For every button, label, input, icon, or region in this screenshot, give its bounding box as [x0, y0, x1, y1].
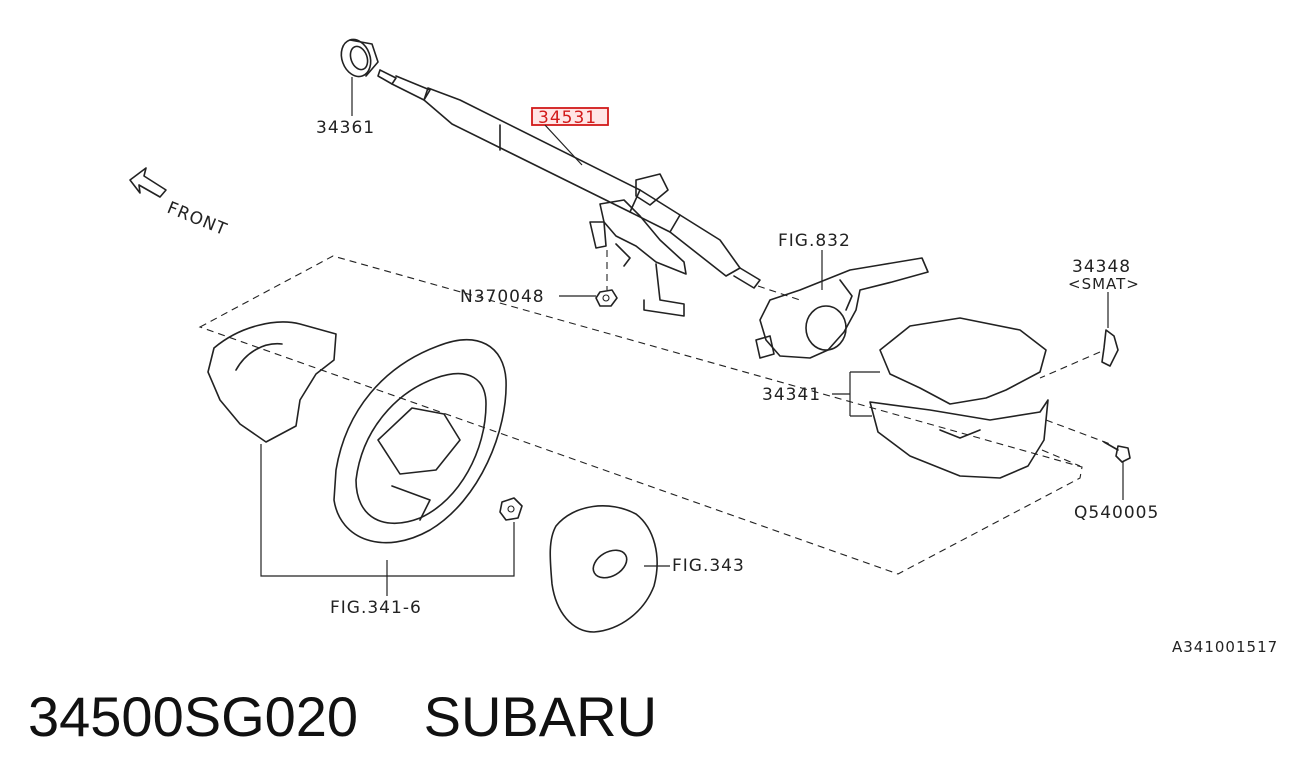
front-arrow-icon: FRONT: [129, 167, 230, 240]
callout-FIG343: FIG.343: [672, 556, 745, 576]
callout-34361: 34361: [316, 118, 375, 138]
callout-FIG832: FIG.832: [778, 231, 851, 251]
callout-FIG341-6: FIG.341-6: [330, 598, 422, 618]
nut-part: [595, 289, 618, 307]
assembly-boundary-inner: [1041, 449, 1081, 467]
clip-part: [1101, 329, 1119, 367]
assembly-boundary: [198, 255, 1083, 575]
drawing-id: A341001517: [1172, 638, 1278, 656]
steering-column-part: [377, 69, 761, 317]
wheel-nut-part: [499, 497, 523, 521]
brand-name: SUBARU: [423, 685, 658, 748]
front-label: FRONT: [164, 198, 230, 240]
lower-cover-part: [207, 321, 337, 443]
callout-34531: 34531: [538, 108, 597, 128]
part-number: 34500SG020: [28, 685, 359, 748]
parts-diagram: FRONT 34361 34531 N370048: [129, 38, 1278, 656]
callout-34348-note: <SMAT>: [1068, 275, 1140, 293]
callout-Q540005: Q540005: [1074, 503, 1159, 523]
combination-switch-part: [755, 257, 929, 359]
steering-wheel-part: [333, 338, 507, 544]
bearing-part: [340, 38, 379, 78]
callout-34348: 34348: [1072, 257, 1131, 277]
screw-part: [1103, 441, 1131, 463]
airbag-part: [549, 505, 658, 633]
callout-N370048: N370048: [460, 287, 545, 307]
callout-34341: 34341: [762, 385, 821, 405]
column-cover-part: [869, 317, 1049, 479]
caption: 34500SG020 SUBARU: [28, 684, 657, 754]
callout-34531-highlight[interactable]: 34531: [531, 107, 609, 128]
